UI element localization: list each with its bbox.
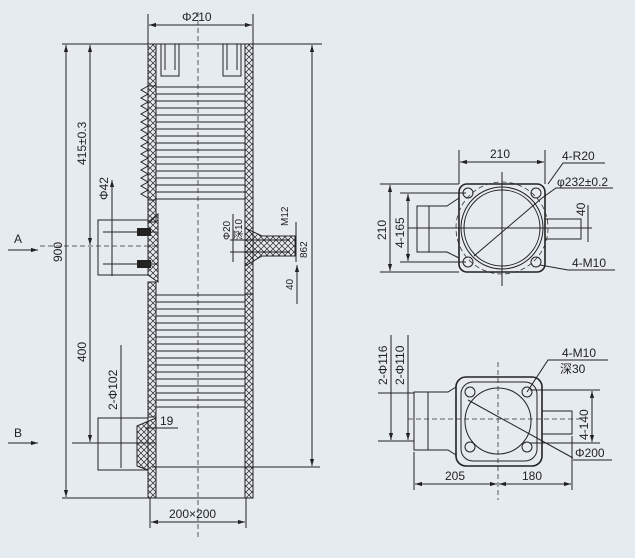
label-height-415: 415±0.3 bbox=[75, 121, 89, 165]
label-outer-diameter: 2-Φ116 bbox=[376, 345, 390, 385]
leader-corner-radius bbox=[547, 162, 605, 185]
wall-left-top bbox=[147, 43, 157, 87]
label-right-offset: 40 bbox=[285, 278, 296, 290]
top-view-b: 2-Φ116 2-Φ110 4-140 4-M10 深30 Φ200 205 1… bbox=[376, 335, 612, 500]
label-hole-spacing: 4-140 bbox=[577, 409, 591, 440]
right-stub bbox=[244, 227, 296, 267]
label-height-400: 400 bbox=[75, 342, 89, 362]
label-left-length: 205 bbox=[445, 469, 465, 483]
label-port-a-diameter: Φ42 bbox=[97, 177, 111, 200]
label-bolt-circle: φ232±0.2 bbox=[557, 175, 608, 189]
label-wall-thickness: 19 bbox=[160, 414, 174, 428]
right-stub bbox=[544, 218, 582, 240]
leader-bolt-thread bbox=[539, 264, 615, 271]
label-port-b-diameter: 2-Φ102 bbox=[106, 369, 120, 410]
bolt-holes bbox=[464, 386, 533, 453]
leader-bolt-circle bbox=[541, 187, 613, 199]
label-total-height: 900 bbox=[51, 242, 65, 262]
label-port-b: B bbox=[14, 426, 22, 440]
label-bolt-thread: 4-M10 bbox=[572, 256, 606, 270]
label-right-length: 180 bbox=[522, 469, 542, 483]
label-hole-depth: 深10 bbox=[233, 218, 245, 240]
label-corner-radius: 4-R20 bbox=[562, 149, 595, 163]
label-bolt-thread: 4-M10 bbox=[562, 346, 596, 360]
top-view-a: 210 210 4-165 40 4-R20 φ232±0.2 4-M10 bbox=[375, 147, 615, 286]
label-bolt-depth: 深30 bbox=[560, 362, 586, 376]
rib-profile bbox=[139, 85, 150, 199]
wall-left-ribbed bbox=[147, 85, 157, 201]
wall-left-lower bbox=[147, 281, 157, 418]
top-insert-left bbox=[160, 43, 180, 77]
label-hole-diameter: Φ20 bbox=[222, 220, 233, 240]
label-circle-diameter: Φ200 bbox=[575, 446, 605, 460]
label-width: 210 bbox=[490, 147, 510, 161]
flange-square bbox=[455, 376, 543, 467]
front-view: Φ210 Φ42 A Φ20 深10 M12 862 40 bbox=[8, 10, 322, 540]
label-inner-diameter: 2-Φ110 bbox=[393, 345, 407, 385]
label-top-diameter: Φ210 bbox=[182, 10, 212, 24]
port-a-flange bbox=[147, 212, 159, 283]
label-height: 210 bbox=[375, 220, 389, 240]
label-hole-spacing: 4-165 bbox=[393, 217, 407, 248]
lower-ribs bbox=[156, 294, 245, 408]
right-stub bbox=[541, 410, 573, 435]
upper-ribs bbox=[156, 86, 245, 200]
left-stub bbox=[416, 197, 460, 259]
top-insert-right bbox=[222, 43, 242, 77]
diagonal-line bbox=[473, 197, 543, 257]
label-right-height: 862 bbox=[299, 241, 310, 258]
diagonal-line bbox=[467, 399, 574, 459]
label-thread: M12 bbox=[280, 206, 291, 226]
port-b-flange bbox=[136, 417, 157, 499]
label-stub-offset: 40 bbox=[574, 202, 588, 216]
leader-bolt-thread bbox=[526, 359, 608, 393]
left-stub bbox=[413, 386, 457, 456]
label-base-size: 200×200 bbox=[169, 507, 216, 521]
label-port-a: A bbox=[14, 232, 22, 246]
